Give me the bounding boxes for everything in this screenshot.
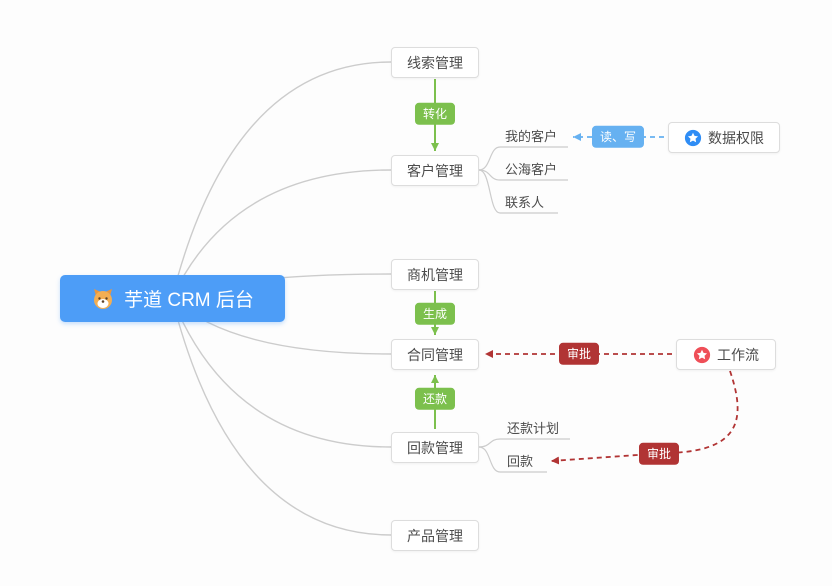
- curve-receivable-to-repayment-plan: [478, 438, 570, 448]
- subnode-repayment-plan: 还款计划: [507, 421, 560, 436]
- subnode-repayment: 回款: [507, 454, 534, 469]
- node-leads-management: 线索管理: [391, 47, 479, 78]
- node-label: 数据权限: [708, 129, 764, 146]
- node-label: 工作流: [717, 346, 759, 363]
- edge-label-approve-contract: 审批: [558, 342, 600, 366]
- curve-root-to-product: [171, 297, 392, 536]
- dog-emoji-icon: [91, 287, 115, 311]
- subnode-my-customers: 我的客户: [505, 129, 558, 144]
- node-label: 线索管理: [407, 54, 463, 71]
- star-badge-blue-icon: [684, 129, 702, 147]
- node-customer-management: 客户管理: [391, 155, 479, 186]
- curve-receivable-to-repayment: [478, 446, 547, 473]
- curve-customers-to-my-customers: [478, 146, 568, 171]
- node-label: 回款管理: [407, 439, 463, 456]
- curve-root-to-leads: [171, 61, 392, 299]
- edge-label-read-write: 读、写: [591, 125, 645, 149]
- node-product-management: 产品管理: [391, 520, 479, 551]
- edge-label-convert: 转化: [414, 102, 456, 126]
- node-receivable-management: 回款管理: [391, 432, 479, 463]
- curve-root-to-receivable: [171, 297, 392, 448]
- edge-label-generate: 生成: [414, 302, 456, 326]
- edge-label-repay: 还款: [414, 387, 456, 411]
- curve-customers-to-public-customers: [478, 169, 568, 181]
- root-node-label: 芋道 CRM 后台: [124, 290, 254, 311]
- node-business-opportunity-management: 商机管理: [391, 259, 479, 290]
- node-contract-management: 合同管理: [391, 339, 479, 370]
- curve-root-to-customers: [171, 169, 392, 299]
- node-workflow: 工作流: [676, 339, 776, 370]
- subnode-public-customers: 公海客户: [505, 162, 558, 177]
- node-label: 客户管理: [407, 162, 463, 179]
- arrow-workflow-to-repayment: [550, 370, 739, 465]
- root-node-crm-admin: 芋道 CRM 后台: [60, 275, 285, 322]
- star-badge-red-icon: [693, 346, 711, 364]
- node-label: 商机管理: [407, 266, 463, 283]
- edge-label-approve-repayment: 审批: [638, 442, 680, 466]
- node-label: 产品管理: [407, 527, 463, 544]
- subnode-contacts: 联系人: [505, 195, 545, 210]
- node-data-permission: 数据权限: [668, 122, 780, 153]
- node-label: 合同管理: [407, 346, 463, 363]
- curve-customers-to-contacts: [478, 169, 558, 214]
